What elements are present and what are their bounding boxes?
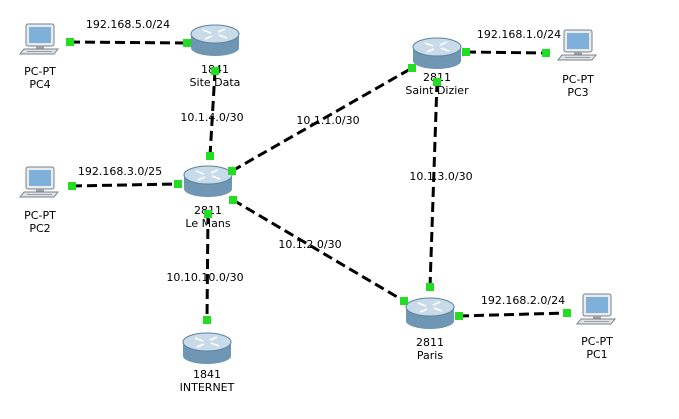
port-status-indicator xyxy=(66,38,74,46)
port-status-indicator xyxy=(229,196,237,204)
link-saintdizier-pc3[interactable] xyxy=(465,50,547,55)
router-icon xyxy=(183,165,233,197)
network-label-pc2-lemans: 192.168.3.0/25 xyxy=(78,165,162,178)
link-lemans-saintdizier[interactable] xyxy=(231,66,413,173)
device-site-data[interactable]: 1841Site Data xyxy=(190,24,241,89)
network-label-saintdizier-paris: 10.1.3.0/30 xyxy=(409,170,472,183)
link-lemans-paris[interactable] xyxy=(232,198,405,303)
link-saintdizier-paris[interactable] xyxy=(428,81,439,288)
pc-icon xyxy=(575,293,617,325)
port-status-indicator xyxy=(68,182,76,190)
device-name-label: INTERNET xyxy=(180,381,235,394)
network-label-pc4-sitedata: 192.168.5.0/24 xyxy=(86,18,170,31)
port-status-indicator xyxy=(204,210,212,218)
device-model-label: 2811 xyxy=(416,336,444,349)
port-status-indicator xyxy=(542,49,550,57)
device-name-label: PC2 xyxy=(29,222,50,235)
port-status-indicator xyxy=(563,309,571,317)
device-name-label: PC3 xyxy=(567,86,588,99)
pc-icon xyxy=(18,23,60,55)
network-label-paris-pc1: 192.168.2.0/24 xyxy=(481,294,565,307)
network-label-lemans-saintdizier: 10.1.1.0/30 xyxy=(296,114,359,127)
ports-layer xyxy=(66,38,571,324)
link-pc4-sitedata[interactable] xyxy=(69,40,188,45)
link-lemans-internet[interactable] xyxy=(205,213,210,321)
device-name-label: Le Mans xyxy=(185,217,230,230)
device-name-label: Saint Dizier xyxy=(405,84,469,97)
device-model-label: 1841 xyxy=(193,368,221,381)
port-status-indicator xyxy=(400,297,408,305)
device-name-label: PC4 xyxy=(29,78,50,91)
device-model-label: PC-PT xyxy=(24,209,56,222)
router-icon xyxy=(182,332,232,364)
device-model-label: PC-PT xyxy=(581,335,613,348)
device-name-label: Site Data xyxy=(190,76,241,89)
pc-icon xyxy=(18,166,60,198)
device-model-label: PC-PT xyxy=(24,65,56,78)
router-icon xyxy=(412,37,462,69)
port-status-indicator xyxy=(174,180,182,188)
device-model-label: 2811 xyxy=(423,71,451,84)
port-status-indicator xyxy=(206,152,214,160)
link-pc2-lemans[interactable] xyxy=(71,182,179,188)
router-icon xyxy=(190,24,240,56)
network-label-lemans-internet: 10.10.10.0/30 xyxy=(166,271,243,284)
device-name-label: Paris xyxy=(417,349,443,362)
router-icon xyxy=(405,297,455,329)
link-labels-layer: 192.168.5.0/24 192.168.3.0/25 10.1.4.0/30 1… xyxy=(78,18,565,307)
port-status-indicator xyxy=(183,39,191,47)
links-layer xyxy=(69,40,568,321)
port-status-indicator xyxy=(203,316,211,324)
port-status-indicator xyxy=(433,78,441,86)
network-label-lemans-paris: 10.1.2.0/30 xyxy=(278,238,341,251)
port-status-indicator xyxy=(455,312,463,320)
link-paris-pc1[interactable] xyxy=(458,311,568,318)
device-name-label: PC1 xyxy=(586,348,607,361)
pc-icon xyxy=(556,29,598,61)
network-label-sitedata-lemans: 10.1.4.0/30 xyxy=(180,111,243,124)
port-status-indicator xyxy=(462,48,470,56)
port-status-indicator xyxy=(408,64,416,72)
device-model-label: PC-PT xyxy=(562,73,594,86)
port-status-indicator xyxy=(426,283,434,291)
network-label-saintdizier-pc3: 192.168.1.0/24 xyxy=(477,28,561,41)
port-status-indicator xyxy=(211,67,219,75)
port-status-indicator xyxy=(228,167,236,175)
